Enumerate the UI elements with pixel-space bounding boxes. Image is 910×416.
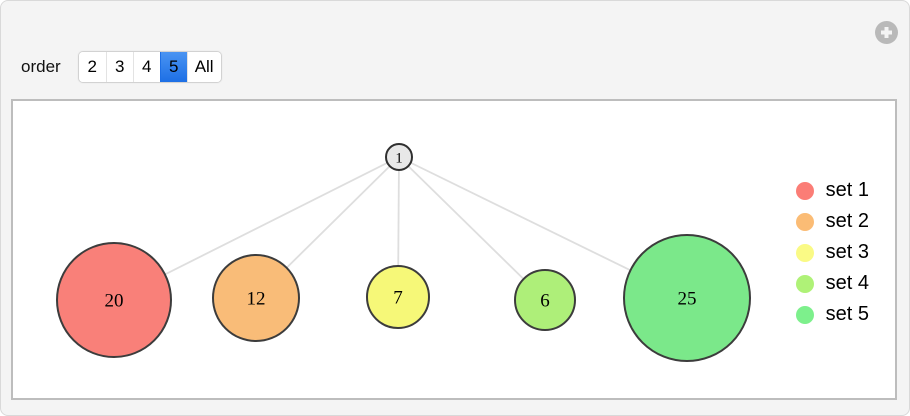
legend-swatch-set1-icon — [795, 181, 814, 200]
order-option-5[interactable]: 5 — [159, 52, 187, 82]
order-option-all[interactable]: All — [186, 52, 221, 82]
set-node-label: 6 — [540, 291, 550, 312]
set-node-circle[interactable] — [212, 254, 300, 342]
expand-options-button[interactable] — [875, 21, 898, 44]
order-setter-bar: 2 3 4 5 All — [77, 51, 222, 83]
set-node-circle[interactable] — [56, 242, 172, 358]
legend-swatch-set3-icon — [795, 243, 814, 262]
tree-edge — [398, 156, 546, 301]
legend-label: set 4 — [825, 272, 869, 294]
set-node-circle[interactable] — [623, 234, 751, 362]
legend-label: set 1 — [825, 179, 869, 201]
legend-label: set 2 — [825, 210, 869, 232]
set-node-label: 12 — [247, 289, 266, 310]
legend-swatch-set2-icon — [795, 212, 814, 231]
tree-graph: 20 12 7 6 25 1 — [56, 143, 751, 362]
control-bar: order 2 3 4 5 All — [21, 51, 222, 83]
order-option-2[interactable]: 2 — [78, 52, 106, 82]
set-node-label: 7 — [393, 288, 403, 309]
legend-swatch-set5-icon — [795, 305, 814, 324]
legend: set 1 set 2 set 3 set 4 set 5 — [795, 179, 869, 326]
root-node-circle[interactable] — [385, 143, 413, 171]
legend-swatch-set4-icon — [795, 274, 814, 293]
legend-item: set 3 — [795, 241, 869, 264]
order-option-3[interactable]: 3 — [105, 52, 133, 82]
legend-item: set 5 — [795, 303, 869, 326]
legend-item: set 2 — [795, 210, 869, 233]
legend-label: set 3 — [825, 241, 869, 263]
legend-item: set 4 — [795, 272, 869, 295]
set-node-circle[interactable] — [514, 269, 576, 331]
root-node-label: 1 — [395, 150, 403, 166]
graph-panel: 20 12 7 6 25 1 set 1 set 2 set 3 set 4 set 5 — [11, 99, 897, 400]
set-node-circle[interactable] — [366, 265, 430, 329]
order-label: order — [21, 57, 61, 76]
set-node-label: 20 — [105, 291, 124, 312]
legend-label: set 5 — [825, 303, 869, 325]
plus-icon — [881, 27, 892, 38]
order-option-4[interactable]: 4 — [132, 52, 160, 82]
legend-item: set 1 — [795, 179, 869, 202]
set-node-label: 25 — [678, 289, 697, 310]
